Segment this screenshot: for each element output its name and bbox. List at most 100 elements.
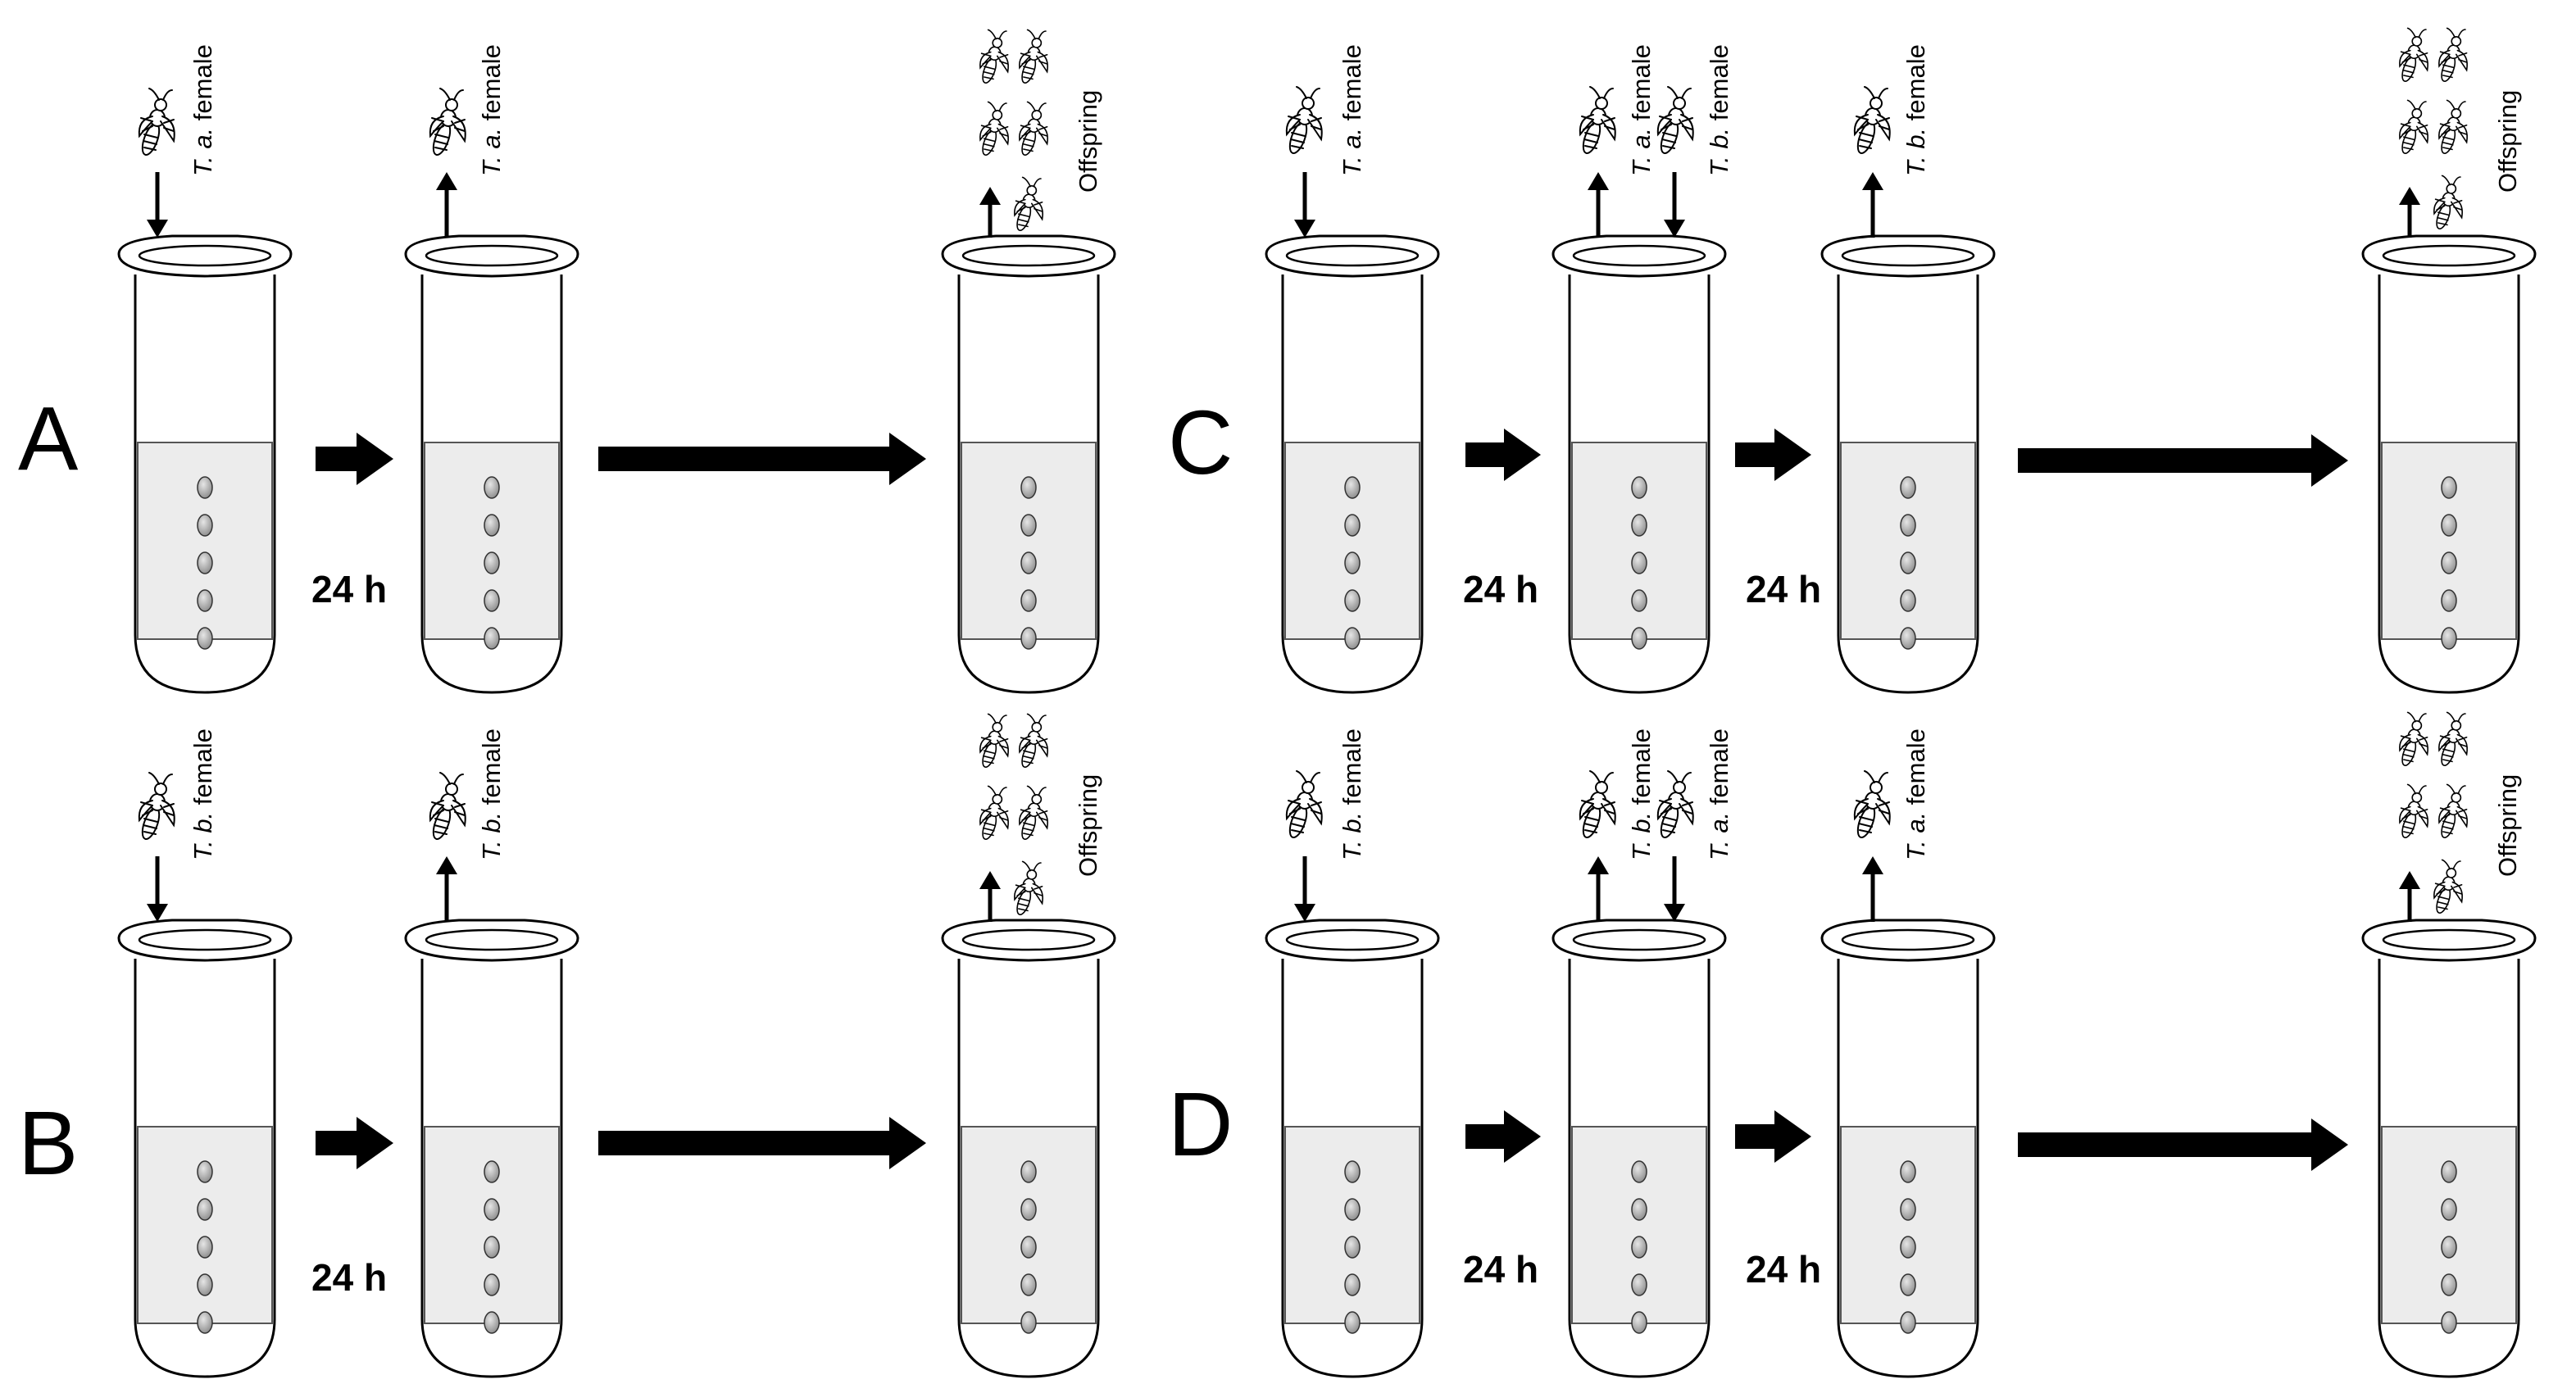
offspring-label: Offspring bbox=[2493, 90, 2522, 193]
egg-icon bbox=[1631, 1198, 1647, 1221]
time-label: 24 h bbox=[311, 568, 387, 610]
species-label: T. b. female bbox=[477, 728, 506, 860]
wasp-icon bbox=[1656, 86, 1694, 154]
time-label: 24 h bbox=[311, 1256, 387, 1299]
arrow-icon bbox=[1588, 172, 1609, 238]
egg-icon bbox=[2441, 551, 2457, 574]
wasp-icon bbox=[1853, 770, 1891, 838]
egg-icon bbox=[1020, 1198, 1037, 1221]
wasp-icon bbox=[1019, 785, 1048, 840]
egg-icon bbox=[1631, 1160, 1647, 1183]
test-tube-icon bbox=[1552, 234, 1727, 694]
offspring-wasp-cluster bbox=[2399, 711, 2468, 914]
panel-b: B 24 h T. b. female T. b. female Offspri… bbox=[18, 713, 1116, 1378]
wasp-icon bbox=[1656, 770, 1694, 838]
test-tube-icon bbox=[117, 234, 293, 694]
offspring-wasp-cluster bbox=[979, 29, 1048, 231]
wasp-icon bbox=[1019, 101, 1048, 156]
egg-icon bbox=[1020, 627, 1037, 650]
test-tube-icon bbox=[117, 919, 293, 1378]
wasp-icon bbox=[2438, 783, 2468, 838]
egg-icon bbox=[2441, 589, 2457, 612]
egg-icon bbox=[1344, 1273, 1361, 1296]
species-label: T. a. female bbox=[1705, 728, 1733, 860]
tube-opening bbox=[425, 244, 559, 267]
egg-icon bbox=[197, 627, 213, 650]
arrow-icon bbox=[316, 433, 393, 485]
egg-icon bbox=[1631, 1236, 1647, 1259]
species-label: T. a. female bbox=[1627, 44, 1656, 176]
wasp-icon bbox=[2399, 711, 2428, 766]
test-tube-icon bbox=[941, 234, 1116, 694]
egg-icon bbox=[484, 476, 500, 499]
species-label: T. b. female bbox=[1705, 44, 1733, 176]
species-label: T. b. female bbox=[1901, 44, 1930, 176]
wasp-icon bbox=[1285, 86, 1323, 154]
wasp-icon bbox=[2438, 27, 2468, 82]
wasp-icon bbox=[1285, 86, 1323, 154]
wasp-icon bbox=[1579, 86, 1616, 154]
panel-d: D 24 h 24 h T. b. female T. b. female T.… bbox=[1168, 711, 2537, 1378]
egg-icon bbox=[1020, 1273, 1037, 1296]
arrow-icon bbox=[1465, 429, 1541, 481]
time-label: 24 h bbox=[1746, 1248, 1821, 1291]
arrow-icon bbox=[1294, 172, 1315, 238]
egg-icon bbox=[197, 1160, 213, 1183]
panel-letter-d: D bbox=[1168, 1074, 1233, 1175]
egg-icon bbox=[197, 476, 213, 499]
tube-opening bbox=[2382, 928, 2516, 951]
egg-icon bbox=[1020, 551, 1037, 574]
wasp-icon bbox=[429, 88, 466, 156]
egg-icon bbox=[1631, 551, 1647, 574]
test-tube-icon bbox=[1265, 919, 1440, 1378]
wasp-icon bbox=[2433, 175, 2463, 229]
panel-letter-c: C bbox=[1168, 392, 1233, 493]
tube-opening bbox=[961, 244, 1096, 267]
arrow-icon bbox=[2018, 434, 2348, 487]
egg-icon bbox=[2441, 1198, 2457, 1221]
test-tube-icon bbox=[1820, 234, 1996, 694]
arrow-icon bbox=[1664, 856, 1685, 922]
egg-icon bbox=[197, 1311, 213, 1334]
egg-icon bbox=[1344, 551, 1361, 574]
egg-icon bbox=[484, 627, 500, 650]
arrow-icon bbox=[2399, 187, 2420, 238]
offspring-label: Offspring bbox=[1074, 90, 1102, 193]
egg-icon bbox=[1631, 627, 1647, 650]
wasp-icon bbox=[2399, 783, 2428, 838]
panel-letter-b: B bbox=[18, 1093, 78, 1194]
arrow-icon bbox=[1735, 1110, 1811, 1163]
wasp-icon bbox=[2399, 27, 2428, 82]
egg-icon bbox=[1020, 514, 1037, 537]
wasp-icon bbox=[1019, 29, 1048, 84]
wasp-icon bbox=[429, 772, 466, 840]
wasp-icon bbox=[979, 785, 1009, 840]
species-label: T. a. female bbox=[1901, 728, 1930, 860]
egg-icon bbox=[1631, 514, 1647, 537]
tube-opening bbox=[138, 928, 272, 951]
egg-icon bbox=[2441, 627, 2457, 650]
arrow-icon bbox=[316, 1117, 393, 1169]
arrow-icon bbox=[436, 172, 457, 238]
arrow-icon bbox=[436, 856, 457, 922]
wasp-icon bbox=[1656, 770, 1694, 838]
arrow-icon bbox=[1664, 172, 1685, 238]
egg-icon bbox=[484, 589, 500, 612]
offspring-label: Offspring bbox=[2493, 774, 2522, 877]
egg-icon bbox=[484, 514, 500, 537]
egg-icon bbox=[1631, 1311, 1647, 1334]
egg-icon bbox=[2441, 1236, 2457, 1259]
egg-icon bbox=[1344, 1236, 1361, 1259]
species-label: T. a. female bbox=[189, 44, 217, 176]
arrow-icon bbox=[1862, 172, 1883, 238]
tube-opening bbox=[1285, 928, 1420, 951]
egg-icon bbox=[1631, 589, 1647, 612]
egg-icon bbox=[484, 551, 500, 574]
egg-icon bbox=[2441, 476, 2457, 499]
egg-icon bbox=[1900, 1311, 1916, 1334]
wasp-icon bbox=[1579, 770, 1616, 838]
egg-icon bbox=[1344, 1198, 1361, 1221]
species-label: T. a. female bbox=[1338, 44, 1366, 176]
time-label: 24 h bbox=[1746, 568, 1821, 610]
egg-icon bbox=[1900, 589, 1916, 612]
